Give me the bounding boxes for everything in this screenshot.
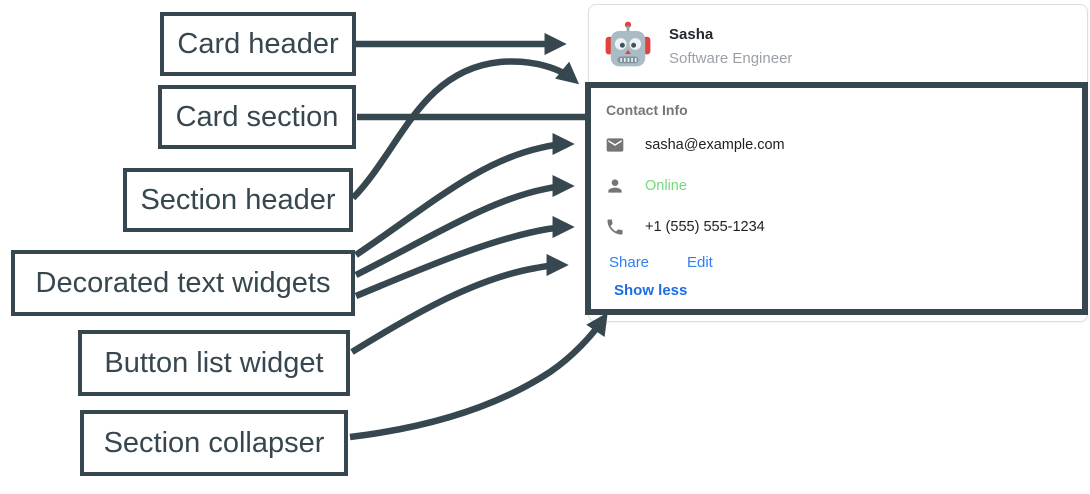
arrow-button-list (350, 253, 569, 355)
arrow-decorated-text-email (354, 132, 575, 258)
arrow-decorated-text-status (354, 174, 575, 278)
edit-button[interactable]: Edit (687, 254, 713, 271)
callout-section-collapser-label: Section collapser (103, 426, 325, 459)
callout-card-section: Card section (158, 85, 356, 149)
status-text: Online (645, 178, 687, 194)
robot-avatar-icon (605, 21, 651, 67)
callout-card-header: Card header (160, 12, 356, 76)
callout-card-section-label: Card section (175, 100, 339, 133)
callout-section-header-label: Section header (140, 183, 336, 216)
contact-card: Sasha Software Engineer Contact Info sas… (588, 4, 1088, 322)
callout-card-header-label: Card header (177, 27, 339, 60)
phone-icon (607, 219, 623, 235)
section-header-title: Contact Info (606, 102, 688, 118)
card-header-name: Sasha (669, 26, 714, 43)
card-header-role: Software Engineer (669, 50, 793, 67)
phone-text: +1 (555) 555-1234 (645, 219, 765, 235)
arrow-decorated-text-phone (354, 215, 575, 299)
callout-button-list-widget-label: Button list widget (104, 346, 324, 379)
callout-decorated-text-widgets: Decorated text widgets (11, 250, 355, 316)
share-button[interactable]: Share (609, 254, 650, 271)
callout-decorated-text-widgets-label: Decorated text widgets (35, 266, 331, 299)
arrow-section-collapser (349, 312, 608, 441)
email-text: sasha@example.com (645, 137, 785, 153)
mail-icon (606, 138, 624, 152)
person-icon (608, 179, 622, 193)
callout-section-collapser: Section collapser (80, 410, 348, 476)
callout-section-header: Section header (123, 168, 353, 232)
arrow-section-header (350, 58, 580, 201)
callout-button-list-widget: Button list widget (78, 330, 350, 396)
show-less-button[interactable]: Show less (614, 282, 688, 299)
